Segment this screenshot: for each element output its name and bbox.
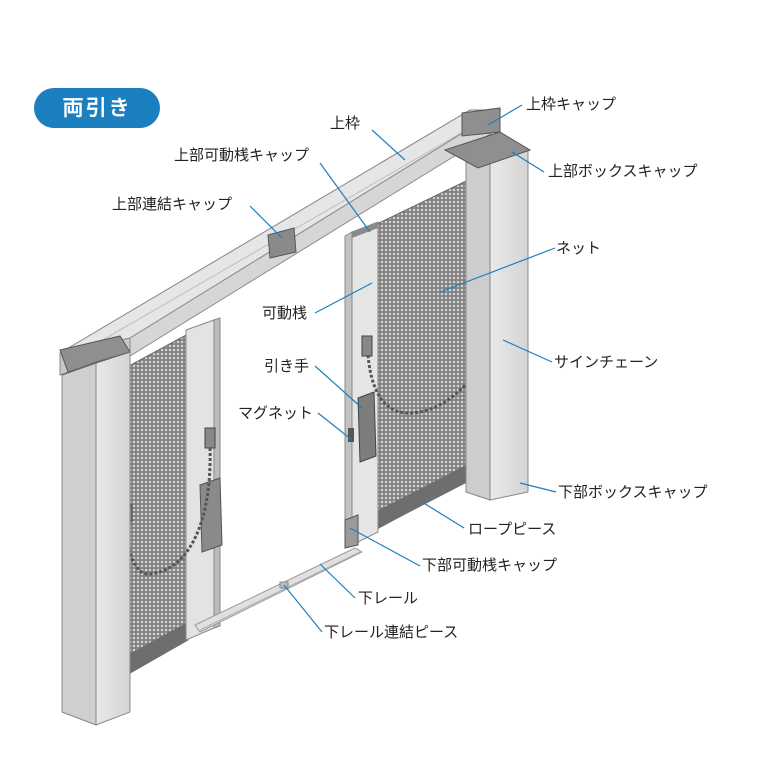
label-lower-box-cap: 下部ボックスキャップ [558,483,708,501]
label-rope-piece: ロープピース [468,520,557,538]
label-lower-movable-bar-cap: 下部可動桟キャップ [422,556,558,574]
left-chain-bracket [204,427,216,449]
bottom-rail [194,547,364,633]
left-handle [199,477,223,553]
label-top-frame: 上枠 [330,114,361,132]
right-movable-bar [344,221,379,549]
lower-movable-bar-cap [344,514,359,549]
left-movable-bar [185,317,221,641]
upper-joint-cap [267,227,297,259]
right-handle [357,391,377,463]
double-sliding-badge: 両引き [34,88,160,128]
left-rope-piece [118,622,188,680]
label-magnet: マグネット [238,404,314,422]
label-bottom-rail: 下レール [358,589,419,607]
left-chain [124,447,212,576]
top-frame-cap [461,107,501,137]
left-box-post [61,351,131,726]
right-box-post [464,135,530,501]
upper-box-cap [443,131,532,169]
label-net: ネット [556,239,602,257]
label-upper-box-cap: 上部ボックスキャップ [548,162,698,180]
label-top-frame-cap: 上枠キャップ [526,95,617,113]
label-bottom-rail-joint-piece: 下レール連結ピース [324,623,459,641]
right-magnet [348,428,354,442]
label-upper-movable-bar-cap: 上部可動桟キャップ [174,146,310,164]
upper-movable-bar-cap [352,222,378,238]
label-upper-joint-cap: 上部連結キャップ [112,195,233,213]
label-handle: 引き手 [264,357,310,375]
leader-lines [249,104,557,633]
right-rope-piece [375,464,468,530]
right-chain-bracket [361,335,373,357]
label-movable-bar: 可動桟 [262,304,308,322]
label-sign-chain: サインチェーン [554,353,659,371]
